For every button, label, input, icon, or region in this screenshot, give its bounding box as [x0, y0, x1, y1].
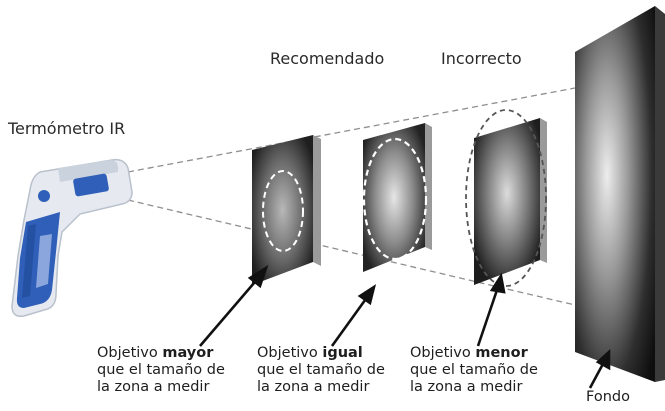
caption-line: la zona a medir — [97, 379, 210, 395]
thermometer-label: Termómetro IR — [8, 119, 126, 138]
ir-thermometer-icon — [11, 158, 133, 318]
target-panel-larger — [252, 135, 321, 285]
caption-line: que el tamaño de — [410, 362, 538, 378]
background-panel — [575, 6, 665, 382]
recommended-label: Recomendado — [270, 49, 385, 68]
caption-smaller-target: Objetivo menor que el tamaño de la zona … — [410, 345, 538, 396]
caption-larger-target: Objetivo mayor que el tamaño de la zona … — [97, 345, 225, 396]
target-panel-smaller — [465, 109, 547, 287]
caption-prefix: Objetivo — [257, 345, 323, 361]
caption-equal-target: Objetivo igual que el tamaño de la zona … — [257, 345, 385, 396]
spot-outline-equal — [362, 137, 428, 261]
spot-outline-larger — [262, 170, 304, 252]
caption-line: la zona a medir — [410, 379, 523, 395]
background-label: Fondo — [586, 389, 630, 405]
target-panel-equal — [362, 123, 432, 272]
caption-prefix: Objetivo — [410, 345, 476, 361]
caption-keyword: mayor — [162, 345, 214, 361]
incorrect-label: Incorrecto — [441, 49, 522, 68]
caption-line: que el tamaño de — [97, 362, 225, 378]
spot-outline-smaller — [465, 109, 547, 287]
caption-keyword: menor — [475, 345, 528, 361]
caption-line: la zona a medir — [257, 379, 370, 395]
caption-keyword: igual — [322, 345, 363, 361]
caption-prefix: Objetivo — [97, 345, 163, 361]
caption-line: que el tamaño de — [257, 362, 385, 378]
pointer-arrows — [199, 264, 611, 389]
